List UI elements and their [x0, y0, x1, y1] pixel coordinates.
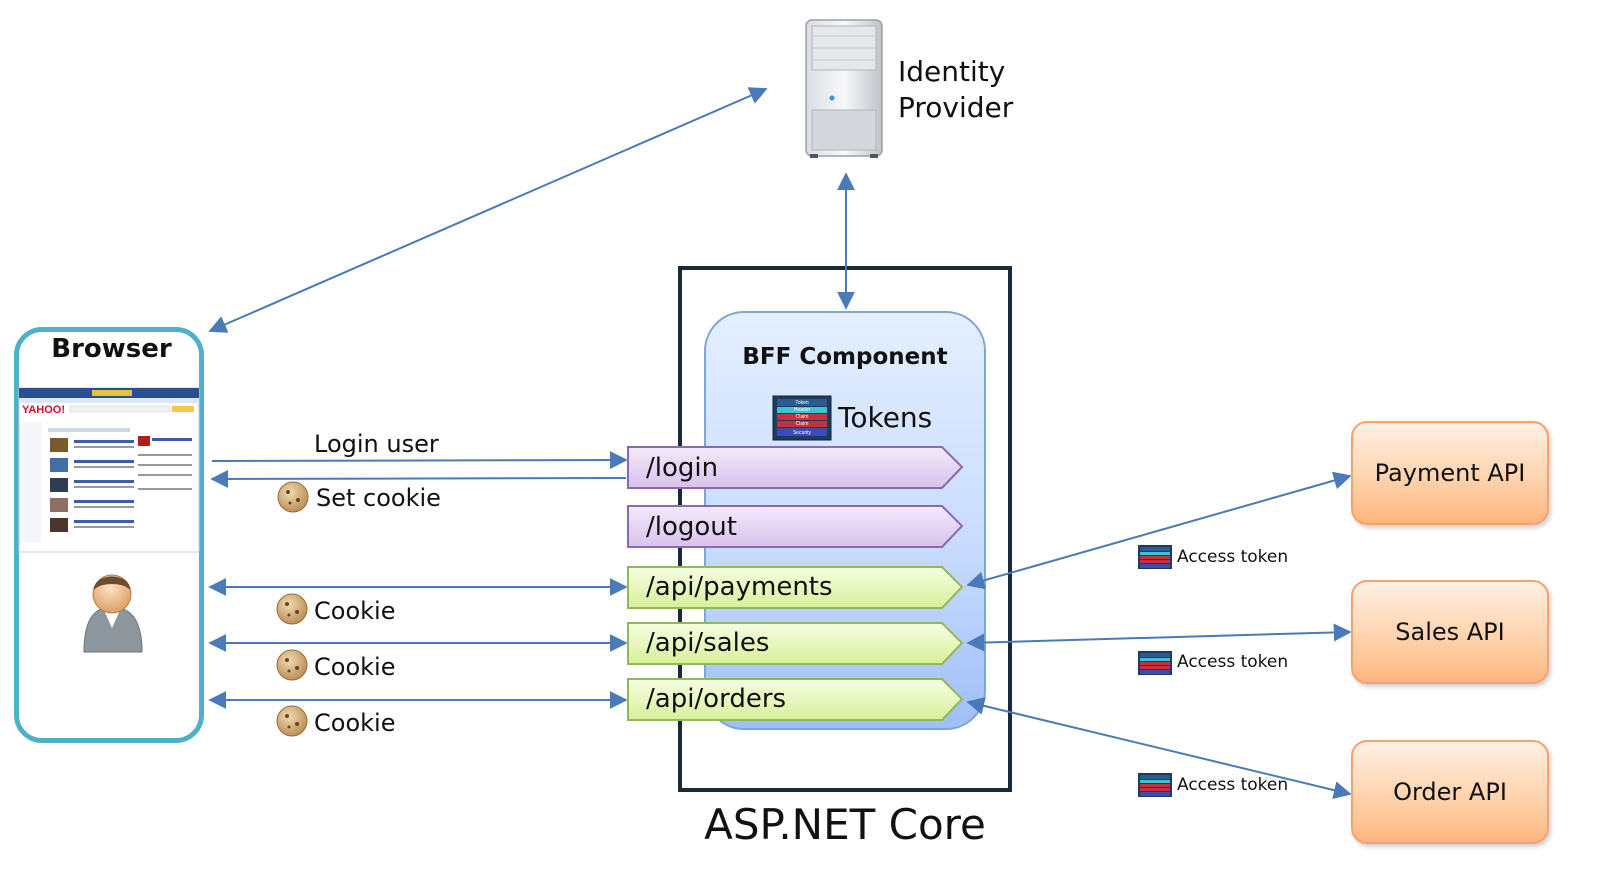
cookie-label-sales: Cookie	[314, 653, 396, 681]
cookie-icon-sales	[276, 649, 308, 681]
cookie-icon-orders	[276, 705, 308, 737]
login-user-label: Login user	[314, 430, 439, 458]
endpoint-orders-shape	[627, 678, 964, 721]
access-token-icon-2	[1138, 651, 1172, 675]
access-token-icon-3	[1138, 773, 1172, 797]
token-icon-line: Claim	[796, 421, 809, 427]
access-token-label-2: Access token	[1177, 652, 1289, 672]
endpoint-logout-shape	[627, 505, 964, 548]
endpoint-api-sales: /api/sales	[646, 628, 770, 658]
server-tower-icon	[805, 19, 883, 158]
payment-api-box: Payment API	[1351, 421, 1549, 525]
endpoint-login: /login	[646, 453, 719, 483]
order-api-box: Order API	[1351, 740, 1549, 844]
endpoint-shapes	[627, 446, 964, 721]
access-token-label-3: Access token	[1177, 775, 1289, 795]
token-icon-line: Token	[795, 400, 809, 406]
endpoint-logout: /logout	[646, 512, 737, 542]
cookie-label-orders: Cookie	[314, 709, 396, 737]
cookie-icon-set-cookie	[277, 481, 309, 513]
access-token-icon-1	[1138, 545, 1172, 569]
token-icon-line: Header	[794, 407, 811, 413]
identity-provider-line1: Identity	[898, 55, 1006, 88]
token-icon-line: Security	[793, 430, 812, 436]
endpoint-api-orders: /api/orders	[646, 684, 787, 714]
bff-component-title: BFF Component	[742, 344, 948, 370]
arrow-login-request	[211, 451, 628, 470]
endpoint-payments-shape	[627, 566, 964, 609]
tokens-label: Tokens	[838, 401, 933, 434]
order-api-label: Order API	[1393, 778, 1507, 806]
arrow-set-cookie	[210, 469, 627, 488]
identity-provider-line2: Provider	[898, 91, 1014, 124]
set-cookie-label: Set cookie	[316, 484, 441, 512]
access-token-label-1: Access token	[1177, 547, 1289, 567]
sales-api-label: Sales API	[1395, 618, 1505, 646]
token-icon-line: Claim	[796, 414, 809, 420]
endpoint-login-shape	[627, 446, 964, 489]
arrow-payments-api	[966, 471, 1352, 590]
identity-provider-label: Identity Provider	[898, 54, 1013, 126]
arrow-sales-api	[966, 623, 1352, 652]
arrow-orders-api	[966, 697, 1352, 799]
endpoint-sales-shape	[627, 622, 964, 665]
arrows	[208, 87, 1352, 799]
arrow-browser-idp	[208, 87, 768, 333]
sales-api-box: Sales API	[1351, 580, 1549, 684]
aspnet-core-label: ASP.NET Core	[704, 800, 986, 849]
cookie-icon-payments	[276, 593, 308, 625]
payment-api-label: Payment API	[1374, 459, 1526, 487]
user-avatar-icon	[83, 574, 143, 653]
endpoint-api-payments: /api/payments	[646, 572, 833, 602]
browser-title: Browser	[51, 334, 172, 364]
browser-screenshot-icon: YAHOO!	[18, 387, 200, 553]
svg-text:YAHOO!: YAHOO!	[22, 404, 65, 416]
cookie-label-payments: Cookie	[314, 597, 396, 625]
